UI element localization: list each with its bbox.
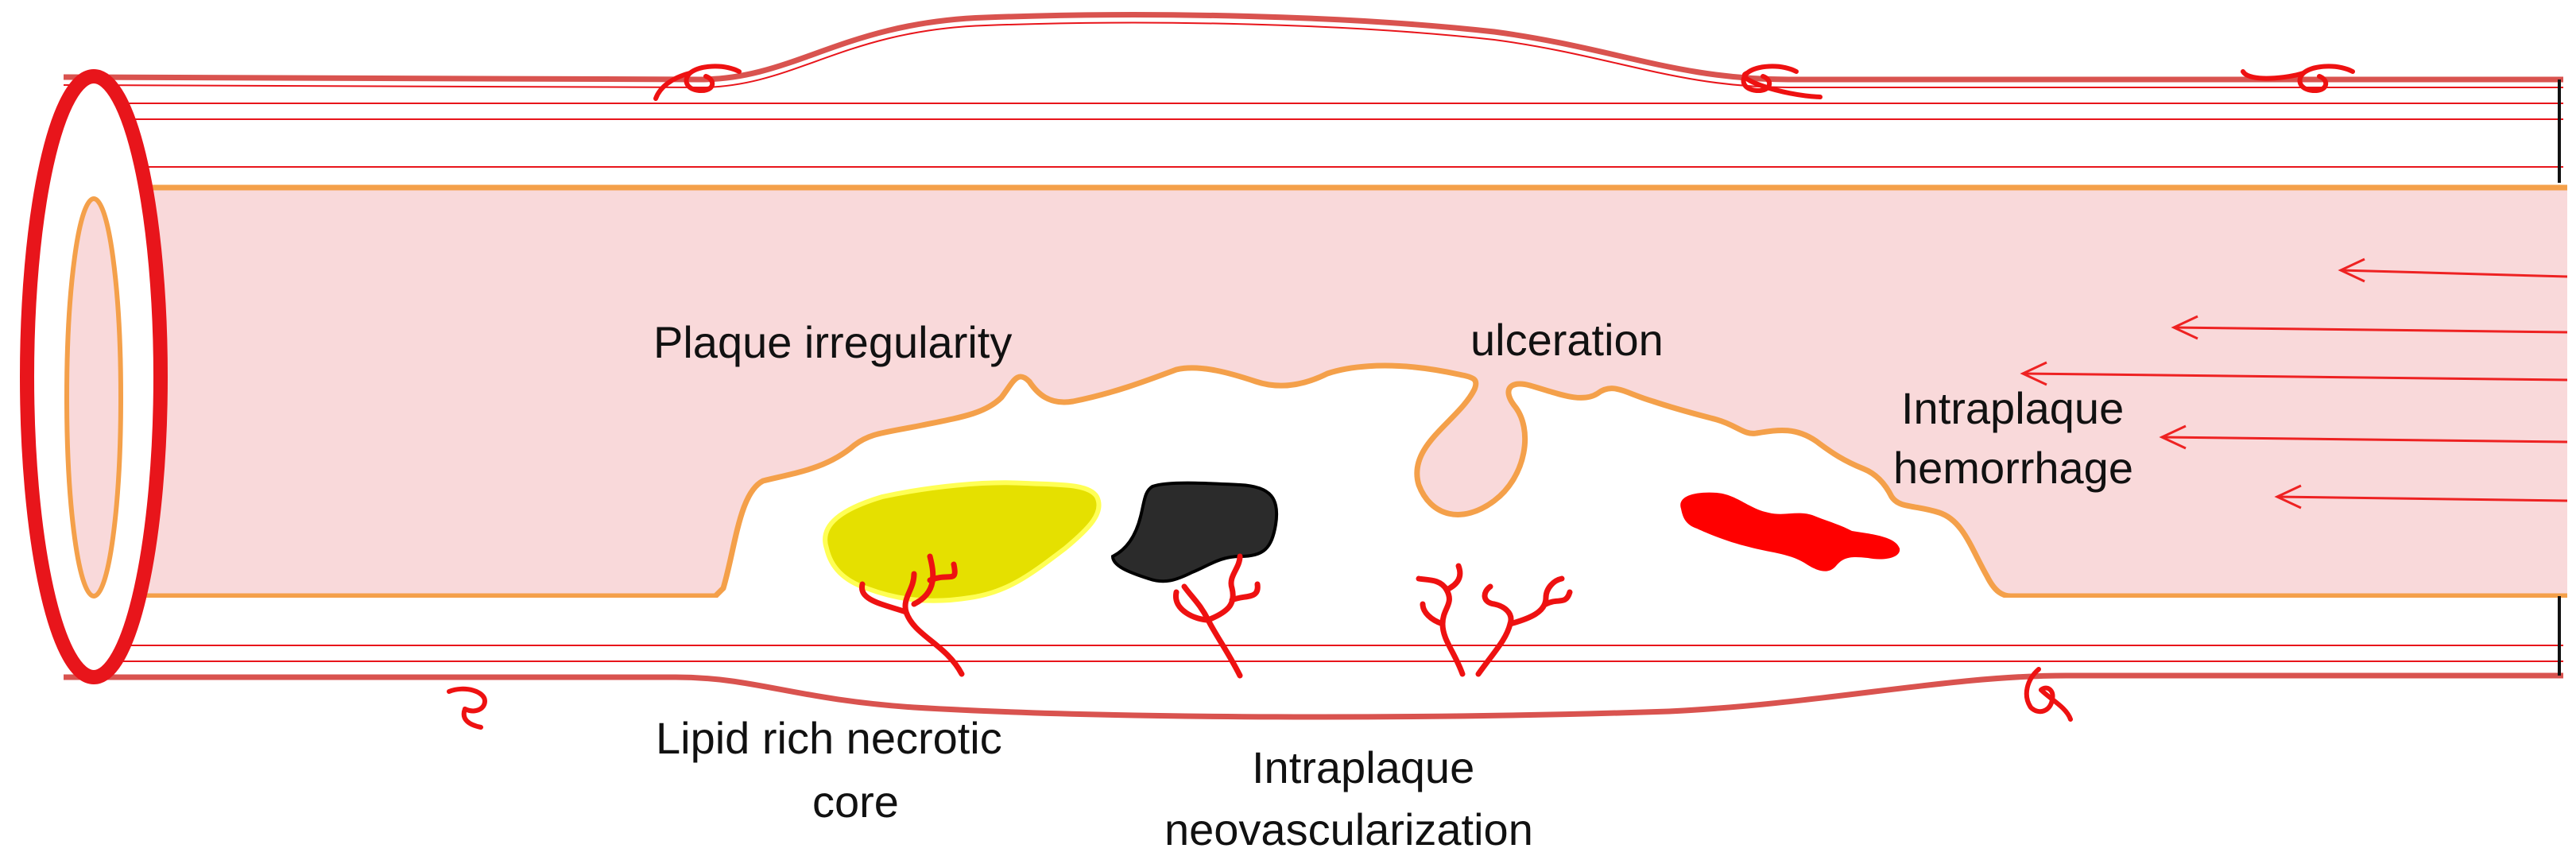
lipid-rich-necrotic-core (823, 480, 1102, 603)
branching-neovessel-icon (1475, 575, 1573, 677)
vasa-vasorum-curl-icon (653, 64, 742, 101)
label-intraplaque-hemorrhage-line2: hemorrhage (1893, 443, 2133, 493)
branching-neovessel-icon (859, 553, 965, 677)
label-lipid-rich-necrotic-core-line1: Lipid rich necrotic (656, 713, 1002, 763)
vessel-wall-top (87, 79, 2567, 188)
label-ulceration: ulceration (1470, 315, 1664, 365)
plaque-intima-border (87, 362, 2567, 599)
calcification (1110, 481, 1279, 583)
outer-wall-bottom (64, 672, 2563, 720)
flow-arrow-left-icon (2171, 315, 2568, 340)
label-intraplaque-neovascularization-line1: Intraplaque (1252, 742, 1474, 792)
branching-neovessel-icon (1416, 563, 1466, 677)
vasa-vasorum-curl-icon (2024, 667, 2073, 722)
flow-arrow-left-icon (2338, 258, 2568, 283)
label-plaque-irregularity: Plaque irregularity (653, 317, 1012, 367)
outer-wall-top-inner (63, 21, 2563, 89)
vasa-vasorum-curl-icon (1741, 64, 1823, 99)
outer-wall-top (63, 12, 2563, 83)
flow-arrow-left-icon (2159, 424, 2568, 450)
label-intraplaque-neovascularization-line2: neovascularization (1164, 804, 1533, 854)
intraplaque-hemorrhage (1680, 492, 1900, 571)
branching-neovessel-icon (1173, 553, 1261, 679)
label-intraplaque-hemorrhage-line1: Intraplaque (1901, 383, 2124, 433)
vasa-vasorum-curl-icon (447, 686, 488, 730)
vessel-wall-bottom (87, 598, 2567, 677)
cross-section-inner (64, 196, 123, 599)
label-lipid-rich-necrotic-core-line2: core (812, 777, 899, 827)
flow-arrow-left-icon (2020, 361, 2568, 386)
vasa-vasorum-curl-icon (2241, 64, 2355, 93)
flow-arrow-left-icon (2274, 484, 2568, 509)
